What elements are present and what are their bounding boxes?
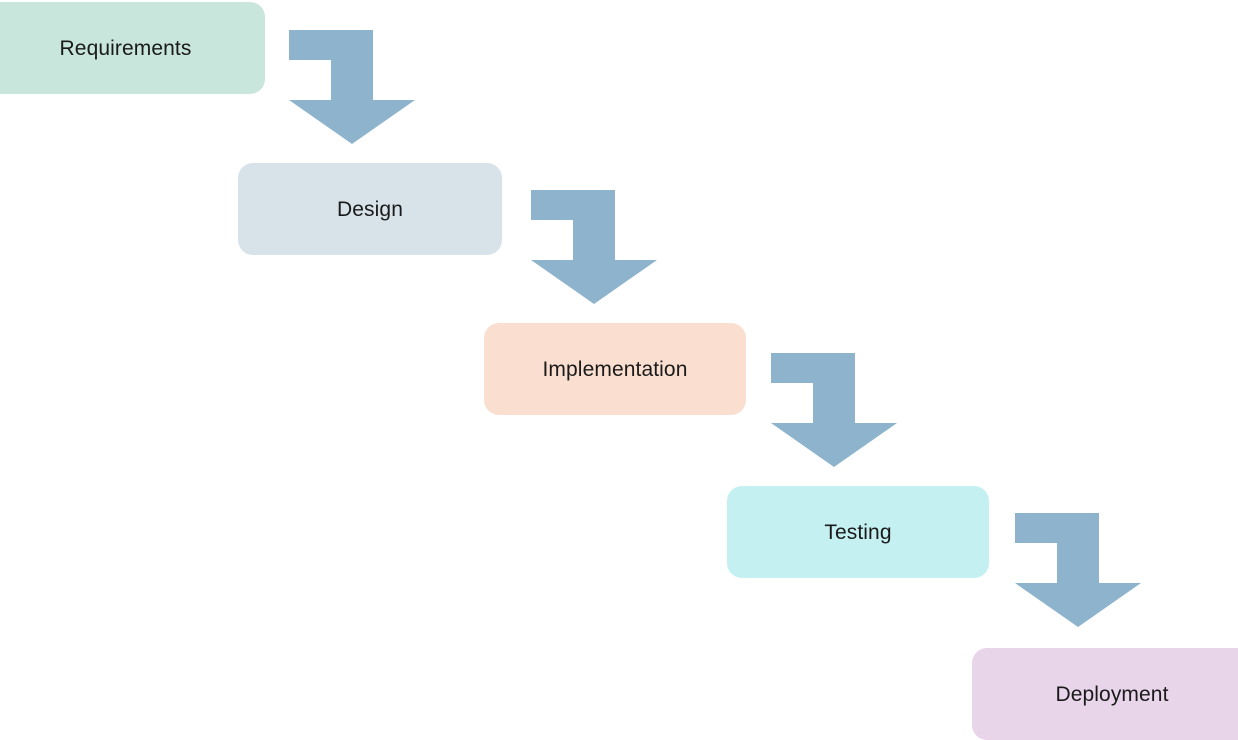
stage-label-deployment: Deployment — [1055, 682, 1169, 706]
elbow-arrow-icon-design-to-implementation — [531, 190, 657, 304]
stage-box-deployment[interactable]: Deployment — [972, 648, 1238, 740]
stage-label-testing: Testing — [824, 520, 892, 544]
stage-label-design: Design — [337, 197, 403, 221]
stage-box-testing[interactable]: Testing — [727, 486, 989, 578]
stage-box-requirements[interactable]: Requirements — [0, 2, 265, 94]
elbow-arrow-icon-testing-to-deployment — [1015, 513, 1141, 627]
stage-box-design[interactable]: Design — [238, 163, 502, 255]
stage-label-requirements: Requirements — [59, 36, 192, 60]
stage-box-implementation[interactable]: Implementation — [484, 323, 746, 415]
elbow-arrow-icon-requirements-to-design — [289, 30, 415, 144]
elbow-arrow-icon-implementation-to-testing — [771, 353, 897, 467]
stage-label-implementation: Implementation — [542, 357, 688, 381]
